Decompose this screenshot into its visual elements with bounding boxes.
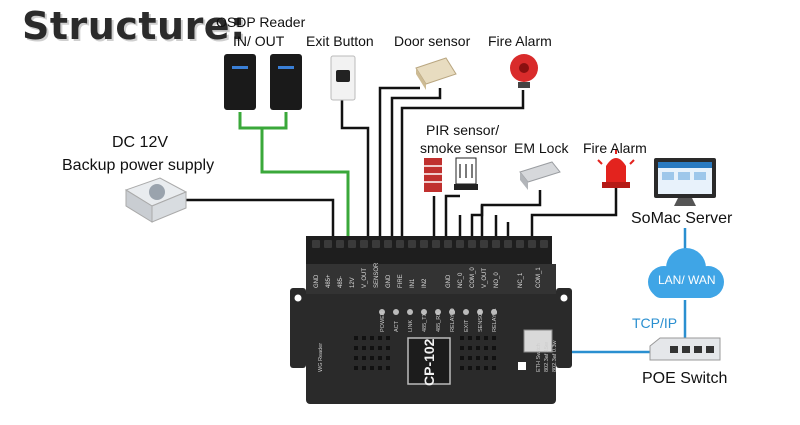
- black-wires: [180, 86, 618, 236]
- osdp-reader-out: [270, 54, 302, 110]
- somac-server-device: [654, 158, 716, 206]
- dc-12v-label: DC 12V: [112, 134, 169, 151]
- led-label: 485_RX: [436, 312, 442, 332]
- osdp-reader-label-2: IN/ OUT: [233, 33, 285, 49]
- osdp-green-wires: [238, 112, 350, 236]
- terminal-label: COM_1: [536, 267, 542, 288]
- exit-button-device: [330, 55, 356, 101]
- led-label: LINK: [408, 319, 414, 332]
- terminal-label: GND: [446, 274, 452, 288]
- exit-button-label: Exit Button: [306, 33, 374, 49]
- terminal-label: FIRE: [398, 274, 404, 288]
- fire-alarm-bell-device: [510, 54, 538, 88]
- poe-switch-label: POE Switch: [642, 370, 728, 387]
- led-label: SENSOR: [478, 309, 484, 332]
- led-label: EXIT: [464, 319, 470, 332]
- terminal-labels: GND 485+ 485- 12V V_OUT SENSOR GND FIRE …: [314, 262, 542, 288]
- terminal-label: GND: [314, 274, 320, 288]
- door-sensor-device: [415, 57, 457, 90]
- terminal-label: NO_0: [494, 272, 500, 288]
- osdp-reader-in: [224, 54, 256, 110]
- fire-alarm-right-label: Fire Alarm: [583, 140, 647, 156]
- terminal-label: COM_0: [470, 267, 476, 288]
- fire-alarm-light-device: [597, 150, 635, 188]
- osdp-reader-label-1: OSDP Reader: [216, 14, 306, 30]
- led-label: 485_TX: [422, 312, 428, 332]
- poe-switch-device: [649, 337, 721, 361]
- somac-server-label: SoMac Server: [631, 210, 733, 227]
- door-sensor-label: Door sensor: [394, 33, 471, 49]
- eth-label: ETH Switch: [536, 343, 542, 372]
- terminal-label: NC_0: [458, 272, 464, 288]
- led-label: ACT: [394, 320, 400, 332]
- terminal-label: 485-: [338, 276, 344, 288]
- terminal-label: NC_1: [518, 272, 524, 288]
- dc-power-supply-device: [124, 177, 188, 223]
- cp-102-controller: [290, 236, 572, 404]
- terminal-label: 485+: [326, 274, 332, 288]
- eth-label: 802.3af 15w: [544, 342, 550, 372]
- backup-power-label: Backup power supply: [62, 157, 215, 174]
- pir-sensor-label-1: PIR sensor/: [426, 122, 500, 138]
- em-lock-label: EM Lock: [514, 140, 569, 156]
- led-label: RELAY_0: [450, 308, 456, 332]
- pir-sensor-label-2: smoke sensor: [420, 140, 508, 156]
- led-label: RELAY_1: [492, 308, 498, 332]
- fire-alarm-top-label: Fire Alarm: [488, 33, 552, 49]
- page-title: Structure:: [22, 4, 246, 48]
- side-label: WG Reader: [318, 343, 324, 372]
- terminal-label: SENSOR: [374, 262, 380, 288]
- terminal-label: V_OUT: [482, 268, 488, 288]
- terminal-label: GND: [386, 274, 392, 288]
- terminal-label: V_OUT: [362, 268, 368, 288]
- terminal-label: IN1: [410, 278, 416, 288]
- lan-wan-label: LAN/ WAN: [658, 273, 716, 287]
- pir-smoke-sensor-device: [424, 157, 478, 192]
- led-label: POWER: [380, 311, 386, 332]
- lan-wan-cloud: [648, 248, 724, 298]
- terminal-label: IN2: [422, 278, 428, 288]
- controller-model: CP-102: [421, 338, 437, 386]
- led-labels: POWER ACT LINK 485_TX 485_RX RELAY_0 EXI…: [318, 308, 558, 372]
- em-lock-device: [519, 161, 561, 190]
- terminal-label: 12V: [350, 277, 356, 288]
- tcp-ip-label: TCP/IP: [632, 315, 678, 331]
- eth-label: 802.3af 0.3w: [552, 340, 558, 372]
